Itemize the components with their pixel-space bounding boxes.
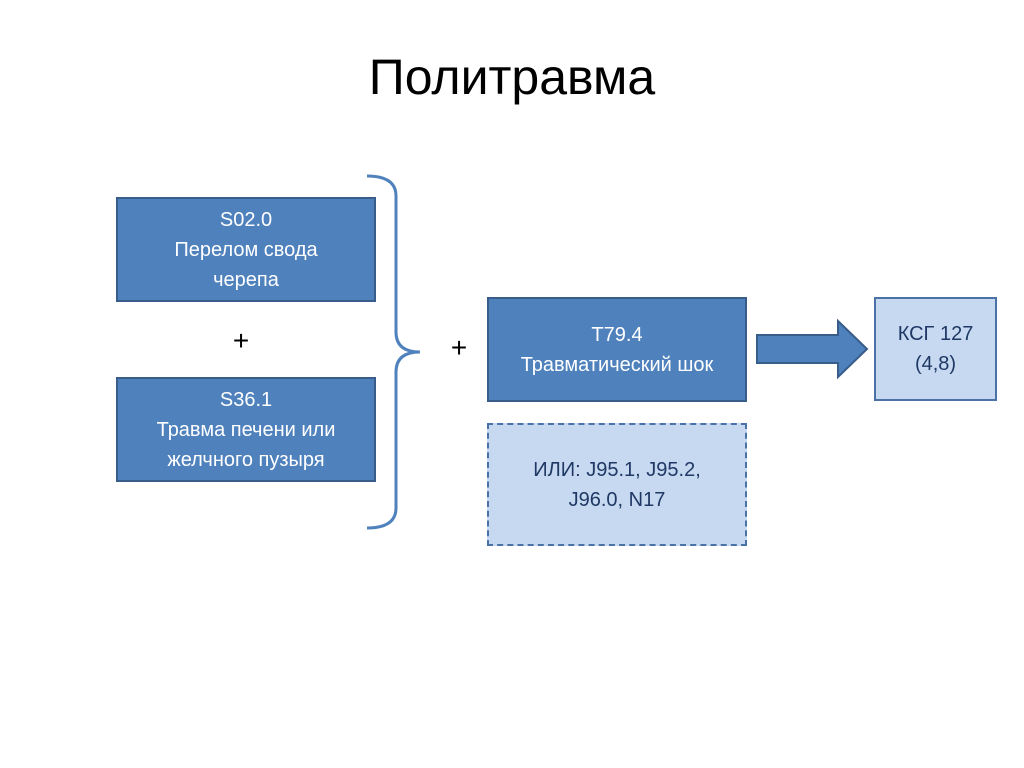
plus-sign-join: +: [450, 332, 468, 363]
s361-line2: желчного пузыря: [167, 448, 325, 471]
diagnosis-box-s020: S02.0 Перелом свода черепа: [116, 197, 376, 302]
ksg-line2: (4,8): [914, 353, 957, 375]
s361-code: S36.1: [219, 388, 273, 411]
alt-line2: J96.0, N17: [568, 488, 666, 511]
slide-title: Политравма: [368, 49, 656, 105]
diagnosis-box-t794: T79.4 Травматический шок: [487, 297, 747, 402]
ksg-line1: КСГ 127: [897, 323, 974, 345]
s020-code: S02.0: [219, 208, 273, 231]
plus-sign-between: +: [232, 325, 250, 356]
diagnosis-box-s361: S36.1 Травма печени или желчного пузыря: [116, 377, 376, 482]
alternative-codes-box: ИЛИ: J95.1, J95.2, J96.0, N17: [487, 423, 747, 546]
s020-line2: черепа: [213, 268, 279, 291]
right-arrow: [756, 318, 869, 380]
right-curly-bracket: [366, 174, 421, 530]
t794-code: T79.4: [591, 323, 643, 346]
ksg-result-box: КСГ 127 (4,8): [874, 297, 997, 401]
t794-line1: Травматический шок: [520, 353, 714, 376]
s020-line1: Перелом свода: [174, 238, 318, 261]
s361-line1: Травма печени или: [156, 418, 336, 441]
alt-line1: ИЛИ: J95.1, J95.2,: [533, 458, 701, 481]
